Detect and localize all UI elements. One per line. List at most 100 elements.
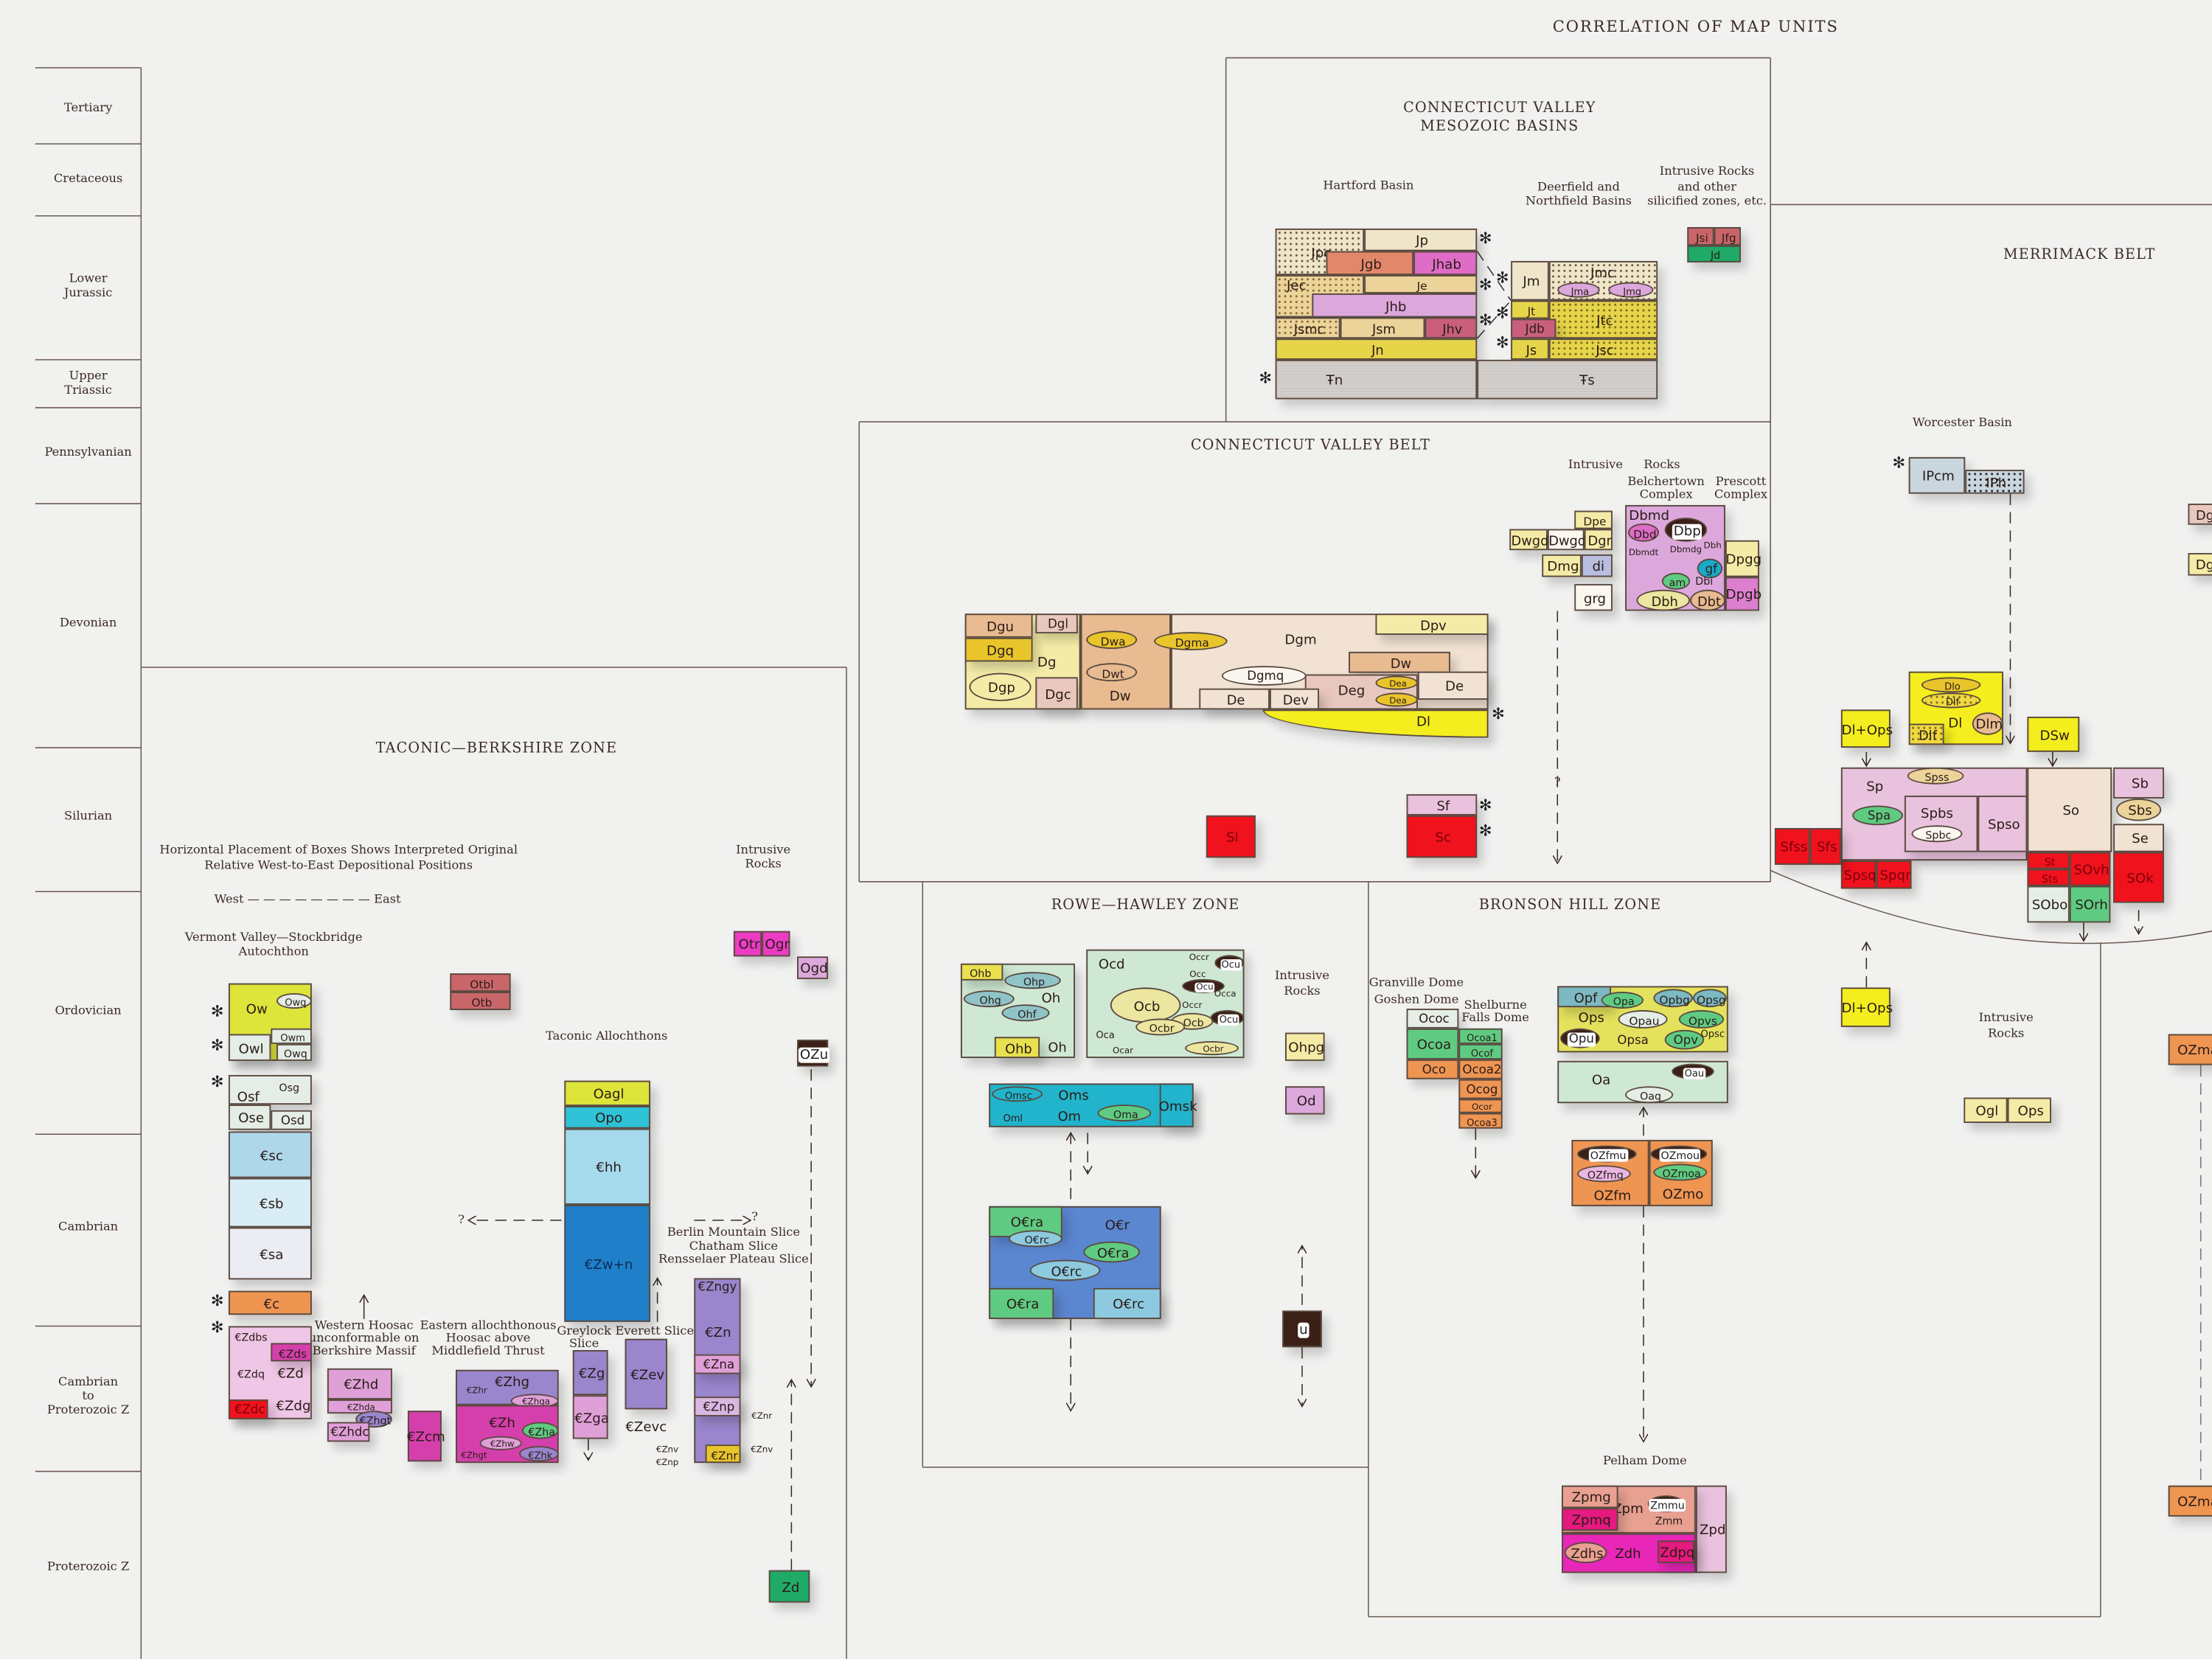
map-unit-cvb_sil[interactable]: Sc: [1406, 815, 1478, 858]
map-unit-bh[interactable]: Opsg: [1692, 989, 1727, 1008]
map-unit-mer[interactable]: Sbs: [2115, 798, 2162, 821]
map-unit-cvb_intr[interactable]: Dbd: [1627, 523, 1660, 542]
map-unit-mer[interactable]: SOk: [2113, 852, 2165, 903]
map-unit-tb[interactable]: Otbl: [450, 973, 511, 992]
map-unit-tb[interactable]: €Zha: [521, 1422, 559, 1439]
map-unit-tb[interactable]: Owq: [276, 1043, 312, 1061]
map-unit-tb[interactable]: €sb: [228, 1178, 312, 1228]
map-unit-cvb_sil[interactable]: Sl: [1206, 815, 1256, 858]
map-unit-mer[interactable]: Dlm: [1972, 712, 2003, 735]
map-unit-bh[interactable]: Opsc: [1699, 1026, 1727, 1041]
map-unit-deerfield[interactable]: Jm: [1511, 260, 1549, 301]
map-unit-rh[interactable]: Oml: [992, 1110, 1034, 1126]
map-unit-mer[interactable]: SOrh: [2069, 886, 2111, 923]
map-unit-mer[interactable]: St: [2027, 852, 2070, 869]
map-unit-bh[interactable]: Ocog: [1458, 1079, 1503, 1099]
map-unit-mer[interactable]: So: [2027, 767, 2112, 852]
map-unit-cvb_intr[interactable]: Dpgg: [1725, 540, 1761, 577]
map-unit-tb[interactable]: €Zd: [228, 1326, 312, 1419]
map-unit-cvb_intr[interactable]: Dbmdg: [1662, 543, 1710, 557]
map-unit-rh[interactable]: Om: [989, 1106, 1158, 1127]
map-unit-rh[interactable]: O€rc: [1093, 1287, 1161, 1319]
map-unit-tb[interactable]: €Zw+n: [564, 1204, 651, 1322]
map-unit-rh[interactable]: Od: [1285, 1086, 1325, 1115]
map-unit-bh[interactable]: Opv: [1664, 1029, 1705, 1050]
map-unit-tb[interactable]: €Zdc: [228, 1399, 268, 1419]
map-unit-cvb_intr[interactable]: di: [1581, 554, 1613, 577]
map-unit-cvb_intr[interactable]: Dbt: [1690, 589, 1725, 611]
map-unit-cvb_intr[interactable]: Dbh: [1636, 589, 1691, 611]
map-unit-rh[interactable]: Ohb: [994, 1037, 1040, 1058]
map-unit-mer[interactable]: Dlo: [1921, 677, 1981, 693]
map-unit-cvb[interactable]: Dgq: [964, 637, 1033, 662]
map-unit-mz_intrusive[interactable]: Jd: [1687, 245, 1742, 262]
map-unit-mer[interactable]: Spbs: [1904, 796, 1978, 852]
map-unit-tb[interactable]: €Znv: [652, 1443, 683, 1457]
map-unit-rh[interactable]: Ohp: [1004, 972, 1061, 990]
map-unit-bh[interactable]: Zmmu: [1647, 1495, 1686, 1513]
map-unit-mz_intrusive[interactable]: Jsi: [1687, 227, 1714, 246]
map-unit-mz_intrusive[interactable]: Jfg: [1714, 227, 1742, 246]
map-unit-rh[interactable]: Ocb: [1110, 987, 1181, 1023]
map-unit-cvb[interactable]: Dw: [1349, 651, 1450, 673]
map-unit-mer[interactable]: Spss: [1907, 767, 1964, 785]
map-unit-cvb_intr[interactable]: Dgr: [1584, 529, 1613, 551]
map-unit-hartford[interactable]: Jsmc: [1275, 317, 1340, 339]
map-unit-deerfield[interactable]: Jma: [1557, 282, 1600, 298]
map-unit-bh[interactable]: Zpd: [1695, 1485, 1727, 1573]
map-unit-hartford[interactable]: Jgb: [1326, 251, 1414, 276]
map-unit-mer[interactable]: OZma: [2168, 1485, 2212, 1517]
map-unit-tb[interactable]: €c: [228, 1290, 312, 1315]
map-unit-triassic[interactable]: Ŧn: [1275, 359, 1478, 400]
map-unit-tb[interactable]: €Znr: [705, 1444, 741, 1464]
map-unit-cvb[interactable]: Dw: [1080, 613, 1172, 710]
map-unit-cvb[interactable]: Dwt: [1086, 663, 1138, 682]
map-unit-rh[interactable]: Ocar: [1088, 1044, 1158, 1058]
map-unit-rh[interactable]: O€rc: [1029, 1259, 1101, 1281]
map-unit-bh[interactable]: OZmoa: [1653, 1164, 1708, 1181]
map-unit-mer[interactable]: Se: [2113, 824, 2165, 852]
map-unit-rh[interactable]: Ocu: [1182, 978, 1225, 993]
map-unit-rh[interactable]: O€ra: [1083, 1241, 1140, 1263]
map-unit-cvb_intr[interactable]: Dbh: [1700, 539, 1725, 553]
map-unit-mer[interactable]: DSw: [2027, 716, 2080, 752]
map-unit-cvb[interactable]: Dpv: [1375, 613, 1489, 635]
map-unit-tb[interactable]: €Zhda: [327, 1399, 392, 1414]
map-unit-cvb_intr[interactable]: Dpe: [1574, 510, 1613, 529]
map-unit-bh[interactable]: Ocof: [1458, 1043, 1503, 1060]
map-unit-hartford[interactable]: Jhab: [1413, 251, 1478, 276]
map-unit-tb[interactable]: €Znr: [745, 1409, 779, 1423]
map-unit-cvb[interactable]: Dgc: [1035, 677, 1078, 710]
map-unit-deerfield[interactable]: Jsc: [1548, 338, 1658, 360]
map-unit-tb[interactable]: Owl: [228, 1034, 271, 1061]
map-unit-tb[interactable]: €Zhdc: [327, 1422, 370, 1442]
map-unit-tb[interactable]: OZu: [797, 1040, 830, 1067]
map-unit-hartford[interactable]: Jsm: [1340, 317, 1425, 339]
map-unit-rh[interactable]: Occr: [1178, 951, 1220, 965]
map-unit-cvb[interactable]: Dgmq: [1221, 666, 1307, 686]
map-unit-rh[interactable]: Ohpg: [1285, 1032, 1325, 1061]
map-unit-mer[interactable]: SOvh: [2069, 852, 2111, 886]
map-unit-tb[interactable]: €Zdbs: [229, 1329, 274, 1346]
map-unit-bh[interactable]: Opau: [1618, 1009, 1668, 1029]
map-unit-tb[interactable]: €Zga: [572, 1395, 609, 1439]
map-unit-bh[interactable]: Oau: [1672, 1063, 1714, 1079]
map-unit-tb[interactable]: Owq: [276, 992, 312, 1009]
map-unit-rh[interactable]: u: [1282, 1310, 1322, 1348]
map-unit-bh[interactable]: Ops: [2007, 1097, 2051, 1123]
map-unit-bh[interactable]: Dl+Ops: [1840, 987, 1893, 1027]
map-unit-cvb_intr[interactable]: gf: [1697, 558, 1723, 579]
map-unit-cvb_intr[interactable]: am: [1661, 572, 1691, 590]
map-unit-tb[interactable]: Ogd: [797, 956, 829, 979]
map-unit-tb[interactable]: €Zna: [694, 1354, 741, 1374]
map-unit-rh[interactable]: Ocbr: [1135, 1018, 1186, 1036]
map-unit-tb[interactable]: Ogr: [762, 931, 790, 957]
map-unit-bh[interactable]: Opf: [1557, 986, 1611, 1008]
map-unit-bh[interactable]: Zmm: [1648, 1512, 1690, 1529]
map-unit-mer[interactable]: Dlf: [1908, 723, 1944, 745]
map-unit-tb[interactable]: €Zevc: [625, 1409, 667, 1446]
map-unit-tb[interactable]: €Zdg: [275, 1394, 312, 1419]
map-unit-tb[interactable]: €Zhd: [327, 1368, 392, 1399]
map-unit-bh[interactable]: Oaq: [1625, 1086, 1674, 1104]
map-unit-mer[interactable]: Spbc: [1911, 825, 1963, 843]
